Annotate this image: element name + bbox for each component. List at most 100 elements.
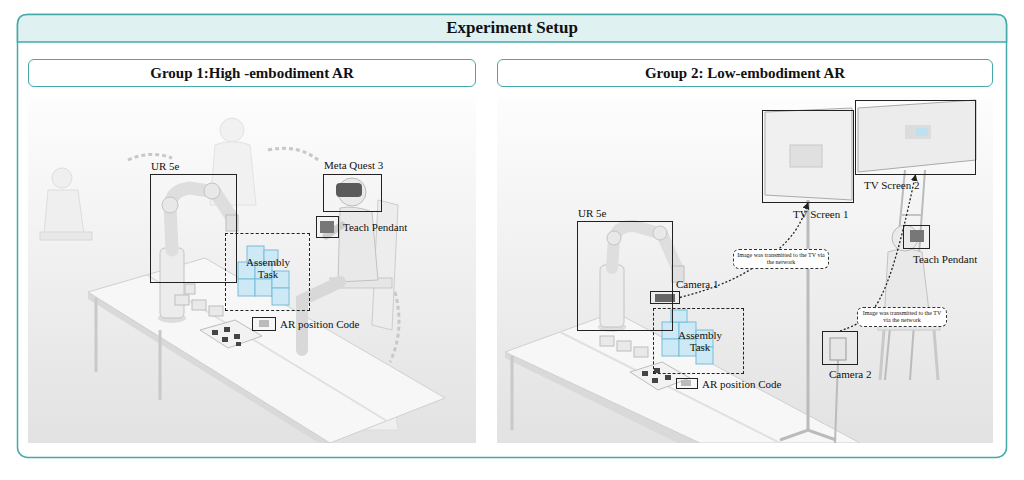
component-label: Assembly Task bbox=[672, 329, 728, 353]
marker-square bbox=[652, 378, 658, 383]
panel-heading: Group 1:High -embodiment AR bbox=[28, 59, 476, 87]
edge-note: Image was transmitted to the TV via the … bbox=[733, 249, 829, 269]
robot-arm bbox=[612, 226, 678, 270]
right-scene bbox=[497, 97, 993, 443]
part-block bbox=[185, 284, 195, 294]
edge-note: Image was transmitted to the TV via the … bbox=[857, 307, 947, 327]
component-label: TV Screen 1 bbox=[793, 208, 873, 220]
part-block bbox=[209, 306, 223, 316]
robot-joint bbox=[607, 231, 621, 245]
left-scene bbox=[28, 97, 476, 443]
camera-device bbox=[655, 294, 675, 302]
component-label: Teach Pendant bbox=[913, 253, 993, 265]
task-area-box: Assembly Task bbox=[225, 233, 310, 311]
component-box: AR position Code bbox=[676, 378, 698, 389]
task-area-box: Assembly Task bbox=[653, 308, 744, 374]
component-label: Camera 2 bbox=[829, 368, 899, 380]
ar-code bbox=[681, 380, 691, 386]
cube bbox=[662, 339, 679, 356]
screen-image bbox=[790, 145, 822, 167]
robot-joint bbox=[653, 226, 667, 240]
component-label: AR position Code bbox=[702, 378, 812, 390]
outer-frame bbox=[18, 15, 1007, 458]
tv-stand bbox=[807, 200, 810, 430]
person-torso bbox=[338, 207, 378, 282]
robot-column bbox=[160, 248, 184, 318]
marker-square bbox=[212, 330, 218, 335]
cube bbox=[671, 310, 687, 322]
marker-square bbox=[642, 371, 648, 376]
title-band bbox=[18, 15, 1007, 43]
component-label: Meta Quest 3 bbox=[324, 159, 414, 171]
component-label: UR 5e bbox=[151, 160, 221, 172]
component-label: UR 5e bbox=[578, 207, 648, 219]
pendant-device bbox=[320, 221, 334, 233]
ghost-head bbox=[220, 118, 244, 142]
ladder-rung bbox=[900, 214, 921, 216]
robot-arm bbox=[170, 188, 232, 250]
ghost-body bbox=[44, 190, 84, 235]
chair-seat bbox=[40, 232, 92, 240]
screen-image bbox=[905, 125, 931, 139]
table-leg bbox=[95, 298, 98, 372]
motion-arc bbox=[128, 154, 172, 160]
robot-joint bbox=[162, 197, 178, 213]
tv-screen bbox=[765, 108, 852, 200]
screen-image bbox=[916, 128, 928, 136]
part-block bbox=[192, 300, 206, 310]
pendant-device bbox=[910, 230, 924, 242]
figure-title: Experiment Setup bbox=[17, 14, 1007, 42]
part-block bbox=[617, 341, 631, 351]
component-label: AR position Code bbox=[280, 318, 390, 330]
marker-square bbox=[665, 375, 671, 380]
vr-headset bbox=[336, 183, 362, 197]
component-box: Camera 1 bbox=[650, 291, 680, 304]
marker-square bbox=[224, 327, 230, 332]
component-box: Teach Pendant bbox=[316, 216, 339, 238]
component-label: Camera 1 bbox=[676, 278, 746, 290]
chair-leg bbox=[880, 330, 884, 380]
component-label: TV Screen 2 bbox=[864, 179, 944, 191]
marker-square bbox=[234, 334, 240, 339]
ghost-head bbox=[52, 168, 72, 188]
robot-joint bbox=[204, 183, 220, 199]
table-leg bbox=[511, 356, 514, 430]
marker-tray bbox=[630, 362, 690, 390]
tv-stand-base bbox=[780, 430, 836, 440]
chair-leg bbox=[934, 330, 938, 380]
component-box: UR 5e bbox=[577, 221, 673, 331]
component-box: TV Screen 1 bbox=[762, 110, 854, 203]
camera-device bbox=[830, 338, 846, 360]
component-label: Assembly Task bbox=[242, 256, 294, 280]
cube bbox=[272, 288, 289, 305]
table-leg bbox=[159, 330, 162, 400]
component-box: Camera 2 bbox=[822, 331, 858, 365]
motion-arc bbox=[268, 148, 318, 160]
component-box: Meta Quest 3 bbox=[323, 174, 382, 212]
scene-background bbox=[497, 97, 993, 443]
panel-heading: Group 2: Low-embodiment AR bbox=[497, 59, 993, 87]
ar-code bbox=[259, 320, 269, 327]
table-top bbox=[88, 258, 445, 443]
cube bbox=[255, 279, 272, 296]
part-block bbox=[600, 336, 614, 346]
part-block bbox=[634, 347, 648, 357]
marker-square bbox=[236, 342, 241, 346]
component-box: AR position Code bbox=[252, 317, 276, 331]
cube bbox=[238, 279, 255, 296]
robot-column bbox=[600, 265, 624, 327]
scene-background bbox=[28, 97, 476, 443]
component-label: Teach Pendant bbox=[343, 221, 433, 233]
person-leg bbox=[302, 282, 340, 350]
marker-square bbox=[654, 368, 660, 373]
group-panel: Group 1:High -embodiment AR UR 5e Meta Que… bbox=[28, 59, 476, 443]
component-box: Teach Pendant bbox=[903, 225, 930, 249]
component-box: UR 5e bbox=[150, 174, 237, 283]
table-seam bbox=[147, 275, 387, 421]
part-block bbox=[175, 295, 189, 305]
marker-square bbox=[222, 337, 228, 342]
component-box: TV Screen 2 bbox=[855, 100, 976, 175]
tv-screen bbox=[858, 100, 976, 172]
